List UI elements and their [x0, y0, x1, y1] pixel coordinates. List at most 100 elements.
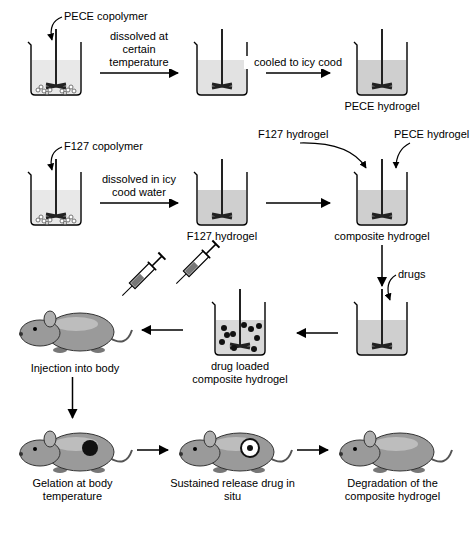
drug-particle: [219, 339, 225, 345]
mouse-nose: [19, 332, 23, 336]
stirrer-rod: [55, 29, 57, 86]
step-caption: composite hydrogel: [332, 228, 432, 243]
beaker-drawing: [14, 28, 98, 98]
mouse-figure: Injection into body: [10, 300, 140, 375]
pour-arrow: [388, 275, 396, 300]
step-caption: Gelation at body temperature: [10, 475, 135, 503]
mouse-ear: [204, 431, 216, 447]
process-arrow: [137, 449, 168, 451]
drug-particle: [241, 322, 247, 328]
beaker-drawing: [180, 158, 264, 228]
step-label: cooled to icy cood: [244, 56, 352, 69]
ingredient-label: drugs: [398, 268, 426, 281]
stirrer-blade: [372, 344, 392, 348]
stirrer-blade: [46, 214, 66, 218]
particle: [64, 92, 67, 95]
particle: [69, 85, 73, 89]
beaker-outline: [28, 42, 81, 95]
ingredient-label: PECE hydrogel: [394, 128, 469, 141]
beaker-figure: F127 copolymer: [14, 158, 98, 228]
step-caption: Injection into body: [10, 360, 140, 375]
mouse-shade: [54, 317, 98, 331]
beaker-figure: PECE hydrogel: [332, 28, 432, 113]
beaker-drawing: [14, 158, 98, 228]
beaker-figure: F127 hydrogel: [180, 158, 264, 243]
particle: [48, 218, 52, 222]
mouse-eye: [193, 447, 197, 451]
mouse-drawing: [330, 420, 455, 475]
mouse-eye: [353, 447, 357, 451]
beaker-figure: composite hydrogel: [332, 158, 432, 243]
step-caption: Sustained release drug in situ: [170, 475, 295, 503]
particle: [39, 85, 43, 89]
beaker-outline: [194, 42, 247, 95]
step-caption: PECE hydrogel: [332, 98, 432, 113]
process-arrow: [297, 449, 328, 451]
particle: [39, 215, 43, 219]
stirrer-blade: [372, 214, 392, 218]
gel-core: [247, 445, 253, 451]
ingredient-label: F127 hydrogel: [258, 128, 328, 141]
beaker-drawing: [332, 158, 432, 228]
stirrer-blade: [372, 84, 392, 88]
step-caption: drug loaded composite hydrogel: [185, 358, 295, 386]
beaker-figure: drug loaded composite hydrogel: [185, 288, 295, 386]
step-caption: Degradation of the composite hydrogel: [330, 475, 455, 503]
step-caption: F127 hydrogel: [180, 228, 264, 243]
step-label: dissolved at certain temperature: [94, 30, 184, 69]
beaker-outline: [28, 172, 81, 225]
beaker-outline: [194, 172, 247, 225]
process-arrow: [72, 377, 74, 418]
stirrer-rod: [221, 29, 223, 86]
beaker-outline: [354, 42, 407, 95]
stirrer-rod: [381, 159, 383, 216]
particle: [48, 88, 52, 92]
drug-particle: [254, 335, 260, 341]
ingredient-label: PECE copolymer: [64, 10, 148, 23]
beaker-outline: [354, 172, 407, 225]
process-arrow: [266, 72, 330, 74]
drug-particle: [251, 346, 257, 352]
process-arrow: [297, 332, 338, 334]
particle: [69, 215, 73, 219]
particle: [46, 222, 49, 225]
process-arrow: [266, 202, 330, 204]
stirrer-blade: [212, 214, 232, 218]
mouse-shade: [374, 437, 418, 451]
mouse-eye: [33, 327, 37, 331]
process-arrow: [381, 245, 383, 286]
syringe: [172, 240, 220, 288]
particle: [72, 89, 76, 93]
syringe: [118, 252, 166, 300]
pour-arrow: [396, 143, 410, 168]
mouse-figure: Degradation of the composite hydrogel: [330, 420, 455, 503]
stirrer-rod: [381, 289, 383, 346]
stirrer-blade: [46, 84, 66, 88]
stirrer-rod: [239, 289, 241, 346]
beaker-outline: [212, 302, 265, 355]
ingredient-label: F127 copolymer: [64, 140, 143, 153]
drug-particle: [224, 332, 230, 338]
step-label: dissolved in icy cood water: [94, 173, 184, 199]
mouse-ear: [44, 311, 56, 327]
beaker-drawing: [340, 288, 424, 358]
particle: [72, 219, 76, 223]
stirrer-blade: [212, 84, 232, 88]
mouse-nose: [179, 452, 183, 456]
mouse-drawing: [10, 420, 135, 475]
stirrer-rod: [221, 159, 223, 216]
drug-particle: [256, 323, 262, 329]
pour-arrow: [300, 143, 366, 168]
mouse-nose: [339, 452, 343, 456]
drug-particle: [231, 345, 237, 351]
drug-particle: [221, 325, 227, 331]
mouse-eye: [33, 447, 37, 451]
mouse-figure: Sustained release drug in situ: [170, 420, 295, 503]
process-arrow: [142, 329, 183, 331]
beaker-drawing: [185, 288, 295, 358]
stirrer-rod: [55, 159, 57, 216]
particle: [64, 222, 67, 225]
beaker-outline: [354, 302, 407, 355]
gel-depot: [241, 439, 259, 457]
drug-particle: [248, 326, 254, 332]
